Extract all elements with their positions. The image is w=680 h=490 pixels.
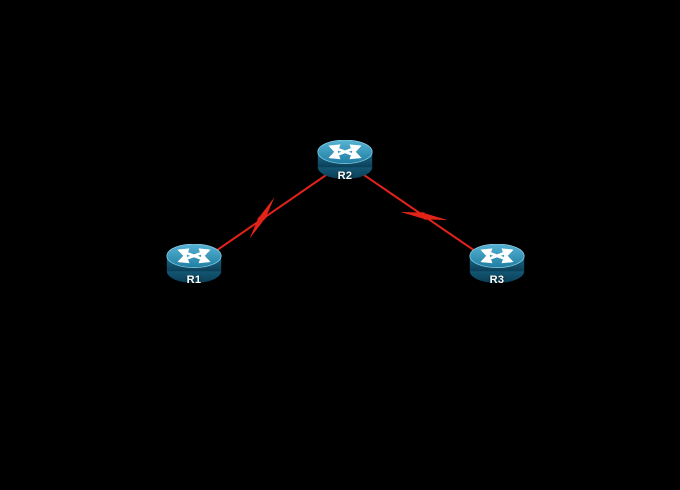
lightning-bolt-icon — [400, 211, 448, 221]
router-icon — [166, 244, 222, 284]
router-r2[interactable]: R2 — [316, 140, 374, 184]
router-r3[interactable]: R3 — [468, 244, 526, 288]
router-r1[interactable]: R1 — [165, 244, 223, 288]
router-icon — [469, 244, 525, 284]
router-icon — [317, 140, 373, 180]
lightning-bolt-icon — [249, 197, 275, 239]
serial-link-r1-r2 — [193, 161, 346, 267]
